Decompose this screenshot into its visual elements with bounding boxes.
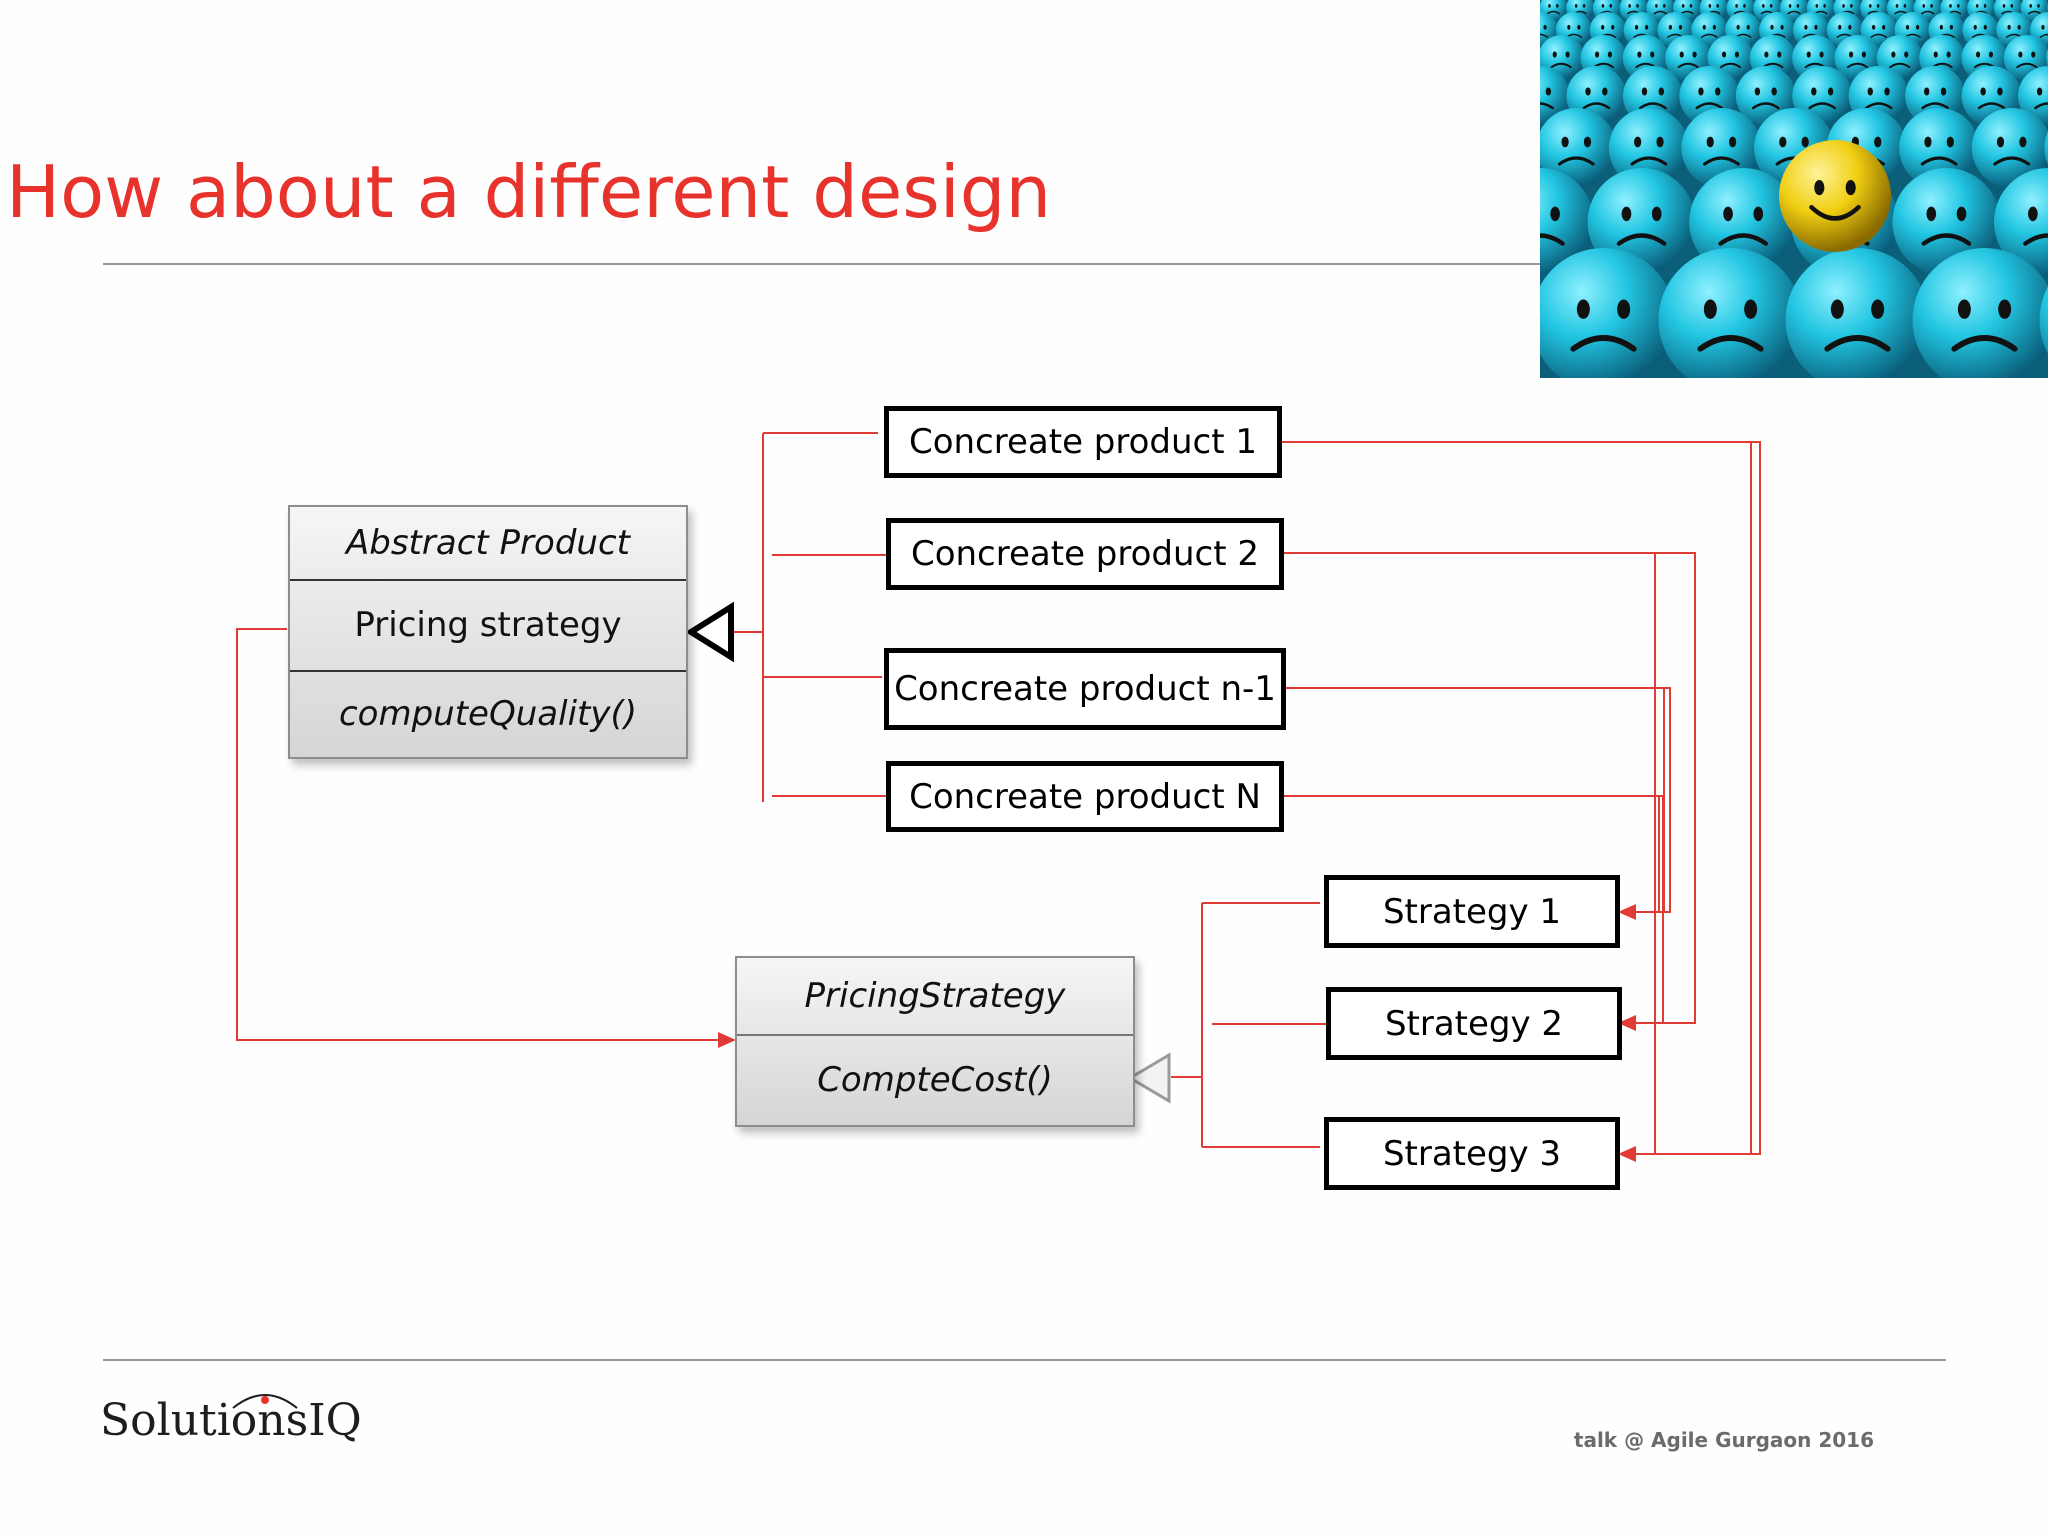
arrowhead-strategy-2 bbox=[1618, 1015, 1636, 1031]
abstract-product-class: Abstract Product Pricing strategy comput… bbox=[288, 505, 688, 759]
concrete-product-n-box: Concreate product N bbox=[886, 761, 1284, 832]
arrowhead-pricing-strategy bbox=[718, 1032, 736, 1048]
concrete-product-n-1-box: Concreate product n-1 bbox=[884, 648, 1286, 730]
abstract-product-attribute: Pricing strategy bbox=[354, 605, 622, 645]
pricing-strategy-name: PricingStrategy bbox=[804, 976, 1066, 1016]
dependency-p2-s3 bbox=[1283, 552, 1656, 1154]
concrete-product-1-box: Concreate product 1 bbox=[884, 406, 1282, 478]
strategy-3-box: Strategy 3 bbox=[1324, 1117, 1620, 1190]
concrete-product-2-box: Concreate product 2 bbox=[886, 518, 1284, 590]
title-divider bbox=[103, 263, 1543, 265]
inheritance-triangle-product bbox=[685, 601, 734, 663]
arrowhead-strategy-1 bbox=[1618, 904, 1636, 920]
dependency-pn-s1 bbox=[1283, 795, 1660, 912]
arrowhead-strategy-3 bbox=[1618, 1146, 1636, 1162]
strategy-2-box: Strategy 2 bbox=[1326, 987, 1622, 1060]
association-line bbox=[236, 628, 724, 1041]
abstract-product-divider-1 bbox=[290, 579, 686, 581]
abstract-product-method: computeQuality() bbox=[338, 694, 637, 734]
abstract-product-name: Abstract Product bbox=[346, 523, 630, 563]
abstract-product-divider-2 bbox=[290, 670, 686, 672]
strategy-1-box: Strategy 1 bbox=[1324, 875, 1620, 948]
pricing-strategy-divider bbox=[737, 1034, 1133, 1036]
slide-title: How about a different design bbox=[6, 150, 1052, 234]
smiley-photo bbox=[1540, 0, 2048, 378]
inheritance-triangle-strategy bbox=[1127, 1052, 1171, 1104]
pricing-strategy-class: PricingStrategy CompteCost() bbox=[735, 956, 1135, 1127]
smiley-photo-art bbox=[1540, 0, 2048, 378]
solutionsiq-logo: SolutionsIQ bbox=[100, 1395, 362, 1446]
logo-arc-icon bbox=[232, 1394, 298, 1409]
footer-note: talk @ Agile Gurgaon 2016 bbox=[1573, 1428, 1874, 1452]
dependency-p1-s3-b bbox=[1280, 441, 1752, 1154]
pricing-strategy-method: CompteCost() bbox=[817, 1060, 1053, 1100]
footer-divider bbox=[103, 1359, 1946, 1361]
dependency-p2-s2 bbox=[1283, 552, 1696, 1024]
